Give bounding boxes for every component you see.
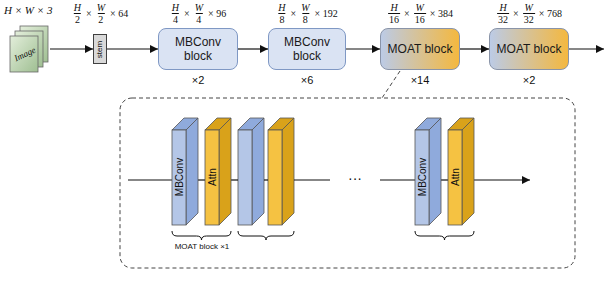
times-sign: × — [404, 8, 410, 19]
fraction-denominator: 2 — [74, 13, 81, 25]
mbconv-slab: MBConv — [415, 118, 441, 225]
repeat-count: ×6 — [287, 74, 327, 86]
fraction-numerator: H — [498, 2, 507, 13]
moat-stage-box: MOAT block — [380, 28, 460, 70]
stem-label: stem — [96, 40, 105, 57]
stage-label: MOAT block — [388, 42, 453, 56]
repeat-count: ×2 — [178, 74, 218, 86]
attn-slab: Attn — [448, 118, 474, 225]
dimension-label: H4×W4× 96 — [170, 2, 226, 25]
fraction-denominator: 32 — [497, 13, 509, 25]
fraction-numerator: W — [415, 2, 425, 13]
mbconv-slab — [238, 118, 264, 225]
repeat-count: ×14 — [400, 74, 440, 86]
dimension-label: H2×W2× 64 — [72, 2, 128, 25]
fraction-numerator: H — [389, 2, 398, 13]
attn-slab — [268, 118, 294, 225]
times-sign: × — [513, 8, 519, 19]
attn-slab: Attn — [205, 118, 231, 225]
fraction-denominator: 16 — [414, 13, 426, 25]
fraction: W2 — [96, 2, 106, 25]
fraction-numerator: W — [194, 2, 204, 13]
fraction-denominator: 32 — [523, 13, 535, 25]
mbconv-stage-box: MBConv block — [268, 28, 346, 70]
output-arrow — [569, 48, 604, 49]
mbconv-slab: MBConv — [172, 118, 198, 225]
fraction: W16 — [414, 2, 426, 25]
fraction: W8 — [300, 2, 310, 25]
ellipsis: ··· — [333, 170, 377, 186]
fraction-numerator: H — [277, 2, 286, 13]
slab-front — [448, 130, 462, 225]
channel-count: × 64 — [110, 8, 128, 19]
slab-front — [205, 130, 219, 225]
mbconv-stage-box: MBConv block — [158, 28, 238, 70]
times-sign: × — [86, 8, 92, 19]
slab-label: Attn — [207, 168, 218, 186]
fraction-numerator: W — [300, 2, 310, 13]
slab-side — [186, 118, 198, 225]
stage-label: MOAT block — [497, 42, 562, 56]
stage-label: MBConv block — [273, 35, 341, 63]
fraction-numerator: W — [96, 2, 106, 13]
slab-side — [462, 118, 474, 225]
expansion-frame — [120, 98, 575, 268]
channel-count: × 96 — [208, 8, 226, 19]
input-size: H × W × 3 — [4, 4, 52, 16]
slab-front — [415, 130, 429, 225]
fraction: H16 — [388, 2, 400, 25]
fraction: H4 — [171, 2, 180, 25]
slab-label: MBConv — [417, 158, 428, 196]
slab-front — [172, 130, 186, 225]
fraction-denominator: 16 — [388, 13, 400, 25]
fraction: H32 — [497, 2, 509, 25]
fraction-numerator: H — [171, 2, 180, 13]
channel-count: × 384 — [430, 8, 453, 19]
brace — [172, 231, 474, 240]
connector-arrow — [238, 48, 268, 49]
connector-arrow — [346, 48, 380, 49]
connector-arrow — [107, 48, 158, 49]
connector-arrow — [460, 48, 489, 49]
fraction-denominator: 4 — [195, 13, 202, 25]
slab-label: MBConv — [174, 158, 185, 196]
fraction-denominator: 2 — [97, 13, 104, 25]
repeat-count: ×2 — [509, 74, 549, 86]
fraction: H2 — [73, 2, 82, 25]
moat-stage-box: MOAT block — [489, 28, 569, 70]
fraction-denominator: 8 — [302, 13, 309, 25]
fraction-denominator: 4 — [172, 13, 179, 25]
fraction-denominator: 8 — [278, 13, 285, 25]
stem-box: stem — [93, 34, 107, 64]
connector-arrow — [50, 48, 93, 49]
fraction: W32 — [523, 2, 535, 25]
fraction: W4 — [194, 2, 204, 25]
slab-label: Attn — [450, 168, 461, 186]
channel-count: × 768 — [539, 8, 562, 19]
stage-label: MBConv block — [163, 35, 233, 63]
dimension-label: H16×W16× 384 — [387, 2, 453, 25]
image-stack: Image — [8, 24, 50, 74]
dimension-label: H8×W8× 192 — [276, 2, 337, 25]
times-sign: × — [291, 8, 297, 19]
expansion-leader — [382, 71, 400, 98]
brace-label: MOAT block ×1 — [166, 242, 238, 251]
times-sign: × — [184, 8, 190, 19]
slab-side — [429, 118, 441, 225]
fraction-numerator: W — [524, 2, 534, 13]
channel-count: × 192 — [315, 8, 338, 19]
dimension-label: H32×W32× 768 — [496, 2, 562, 25]
fraction-numerator: H — [73, 2, 82, 13]
fraction: H8 — [277, 2, 286, 25]
slab-side — [219, 118, 231, 225]
